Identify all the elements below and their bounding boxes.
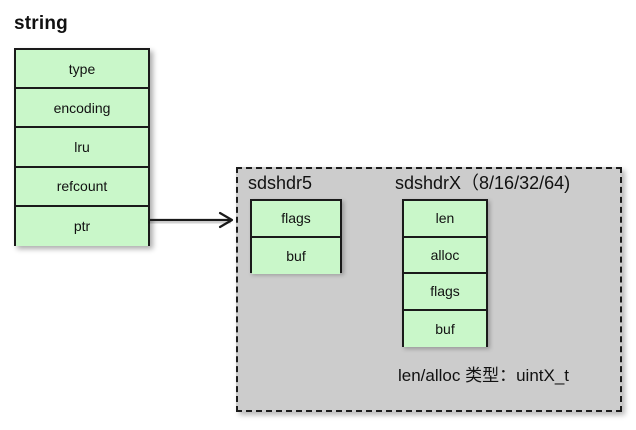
sdshdr5-field-buf: buf [252,237,340,274]
sds-header-panel: sdshdr5 flags buf sdshdrX（8/16/32/64) le… [236,167,622,412]
sdshdrx-field-len: len [404,201,486,238]
string-object-struct: type encoding lru refcount ptr [14,48,150,246]
sdshdr5-struct: flags buf [250,199,342,274]
struct-field-type: type [16,50,148,90]
struct-field-refcount: refcount [16,167,148,207]
struct-field-lru: lru [16,128,148,168]
page-title: string [14,13,68,34]
ptr-to-sds-arrow-icon [148,211,234,229]
sdshdrx-field-alloc: alloc [404,237,486,274]
sdshdr5-label: sdshdr5 [248,173,313,193]
panel-caption: len/alloc 类型：uintX_t [398,366,570,385]
struct-field-ptr: ptr [16,206,148,246]
sdshdr5-field-flags: flags [252,201,340,238]
sdshdrx-field-flags: flags [404,274,486,311]
sdshdrx-field-buf: buf [404,310,486,347]
sdshdrx-struct: len alloc flags buf [402,199,488,347]
sdshdrx-label: sdshdrX（8/16/32/64) [395,173,571,193]
struct-field-encoding: encoding [16,89,148,129]
